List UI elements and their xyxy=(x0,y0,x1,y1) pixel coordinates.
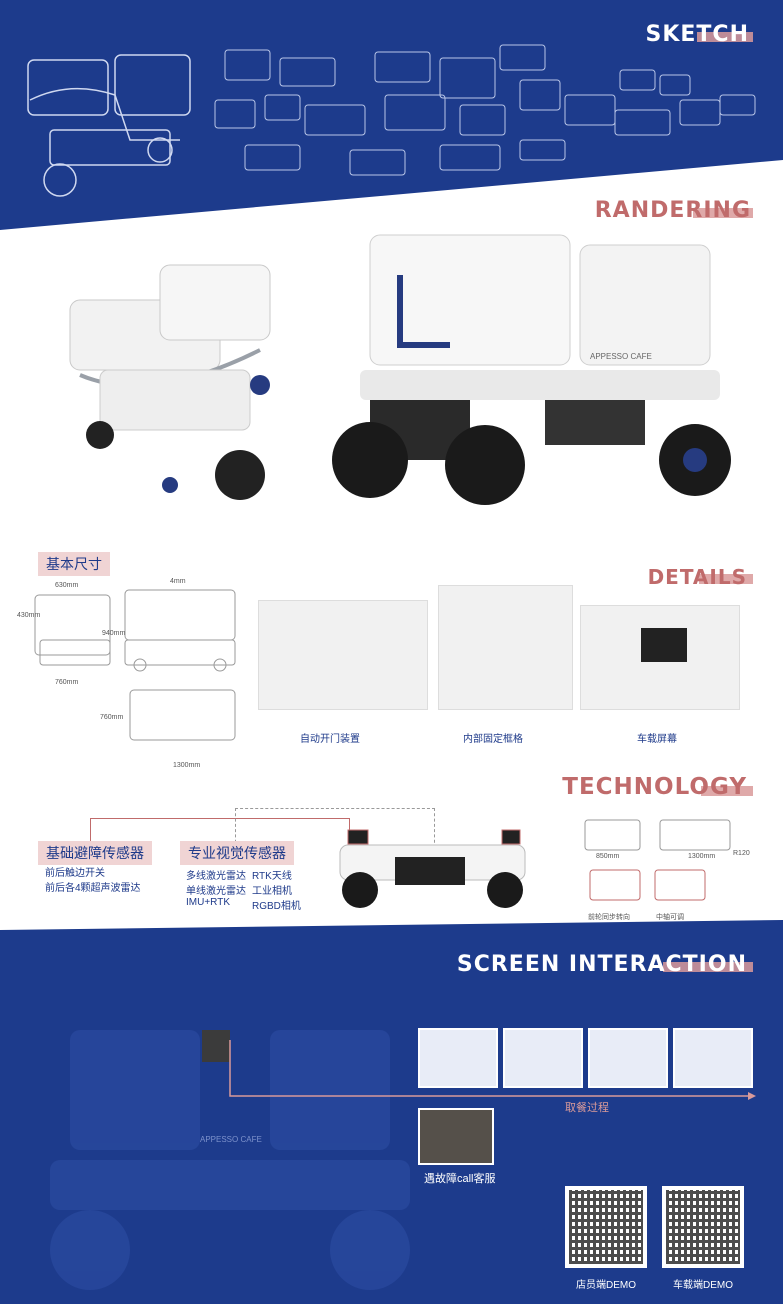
pro-col1-item-3: IMU+RTK xyxy=(186,897,230,908)
detail-label-screen: 车载屏幕 xyxy=(637,734,677,745)
screen-step-2 xyxy=(503,1028,583,1088)
pro-col1-item-1: 多线激光雷达 xyxy=(186,871,246,882)
qr-vehicle-label: 车载端DEMO xyxy=(673,1280,733,1291)
detail-label-door: 自动开门装置 xyxy=(300,734,360,745)
screen-interaction-title: SCREEN INTERACTION xyxy=(456,952,747,977)
tech-cap-axle: 中轴可调 xyxy=(656,914,684,921)
qr-vehicle-demo[interactable] xyxy=(662,1186,744,1268)
dim-630: 630mm xyxy=(55,582,79,589)
tech-dim-850: 850mm xyxy=(596,853,620,860)
detail-photo-door xyxy=(258,600,428,710)
screen-step-4 xyxy=(673,1028,753,1088)
call-service-photo xyxy=(418,1108,494,1165)
robot-ghost-render xyxy=(50,1030,410,1290)
vehicle-screen xyxy=(641,628,687,662)
call-service-label: 遇故障call客服 xyxy=(424,1173,496,1185)
qr-staff-demo[interactable] xyxy=(565,1186,647,1268)
detail-label-grid: 内部固定框格 xyxy=(463,734,523,745)
detail-photo-grid xyxy=(438,585,573,710)
rendering-title: RANDERING xyxy=(594,198,751,223)
sketch-diagonal-edge xyxy=(0,160,783,240)
dim-940: 940mm xyxy=(102,630,126,637)
dim-760a: 760mm xyxy=(55,679,79,686)
basic-sensor-heading: 基础避障传感器 xyxy=(38,841,152,865)
dim-760b: 760mm xyxy=(100,714,124,721)
pro-col1-item-2: 单线激光雷达 xyxy=(186,886,246,897)
tech-dim-r120: R120 xyxy=(733,850,750,857)
details-title-accent xyxy=(699,574,753,584)
screen-title-accent xyxy=(663,962,753,972)
pickup-label: 取餐过程 xyxy=(565,1102,609,1114)
basic-sensor-item-2: 前后各4颗超声波雷达 xyxy=(45,883,141,894)
pro-col2-item-2: 工业相机 xyxy=(252,886,292,897)
qr-staff-label: 店员端DEMO xyxy=(576,1280,636,1291)
rendering-title-accent xyxy=(693,208,753,218)
pro-col2-item-1: RTK天线 xyxy=(252,871,292,882)
detail-photo-screen xyxy=(580,605,740,710)
screen-step-1 xyxy=(418,1028,498,1088)
tech-steering-drawings xyxy=(584,819,731,901)
pro-sensor-heading: 专业视觉传感器 xyxy=(180,841,294,865)
screen-step-3 xyxy=(588,1028,668,1088)
dimension-drawings xyxy=(34,589,236,741)
details-title: DETAILS xyxy=(647,565,747,589)
tech-dim-1300: 1300mm xyxy=(688,853,716,860)
basic-sensor-item-1: 前后触边开关 xyxy=(45,868,105,879)
dim-430: 430mm xyxy=(17,612,41,619)
pickup-arrow xyxy=(229,1040,756,1100)
tech-cap-steer: 前轮同步转向 xyxy=(588,914,630,921)
technology-title: TECHNOLOGY xyxy=(562,774,747,800)
dim-1300: 1300mm xyxy=(173,762,201,769)
dim-4: 4mm xyxy=(170,578,186,585)
pro-sensor-line xyxy=(235,808,435,848)
ghost-brand-text: APPESSO CAFE xyxy=(200,1135,262,1144)
sketch-title-accent xyxy=(697,32,753,42)
pro-col2-item-3: RGBD相机 xyxy=(252,901,301,912)
tech-base-render xyxy=(339,829,526,908)
dimensions-heading: 基本尺寸 xyxy=(38,552,110,576)
sketch-title: SKETCH xyxy=(645,22,749,47)
sketch-drawings xyxy=(27,44,756,197)
robot-render-isometric xyxy=(69,264,271,500)
robot-render-side xyxy=(332,234,731,505)
tech-title-accent xyxy=(701,786,753,796)
render-brand-text: APPESSO CAFE xyxy=(590,352,652,361)
